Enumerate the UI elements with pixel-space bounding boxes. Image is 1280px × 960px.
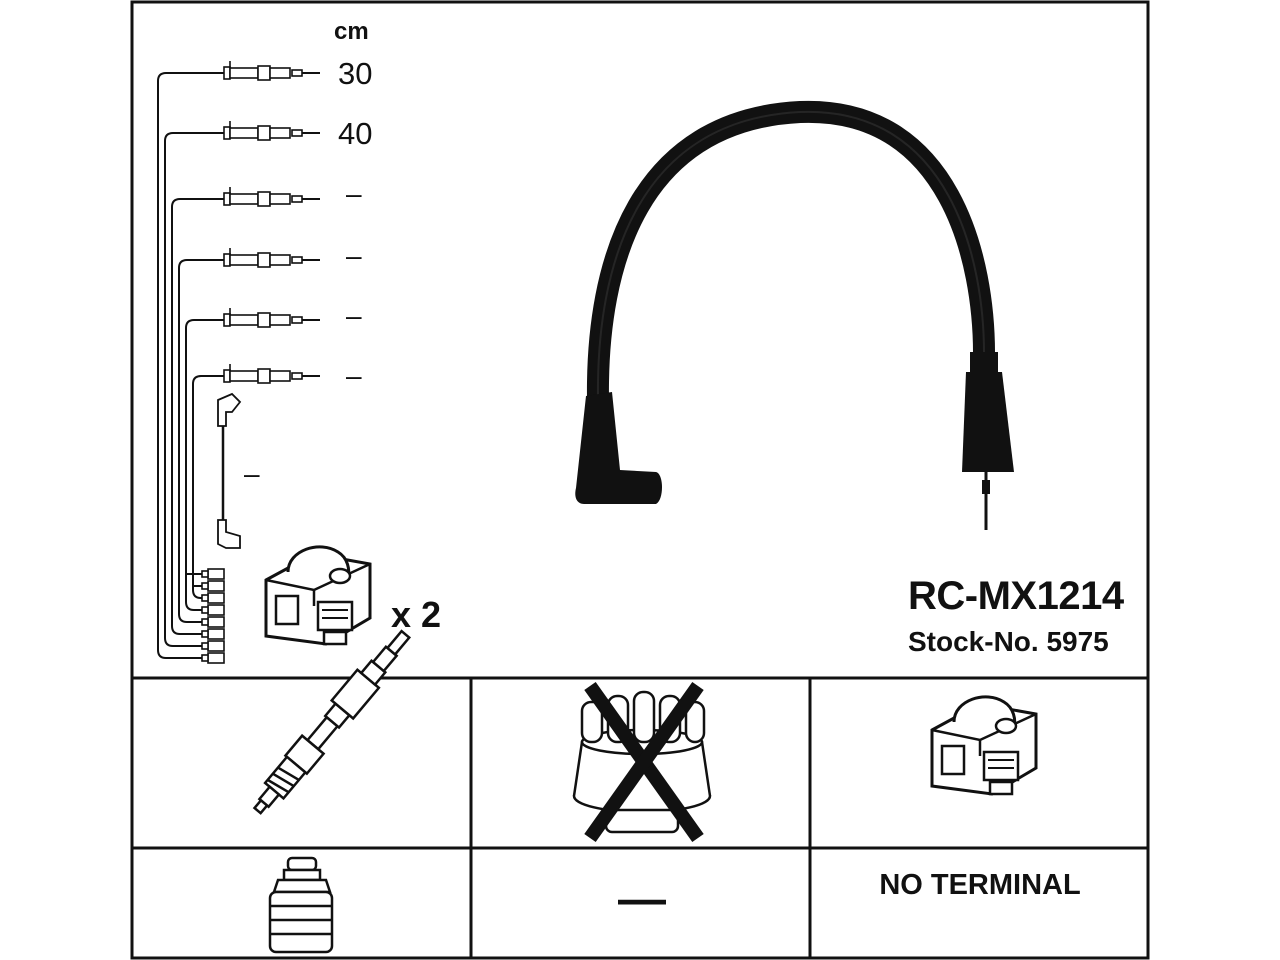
coil-cable-endcaps <box>201 568 225 664</box>
cable-bundle <box>157 72 224 659</box>
coil-quantity: x 2 <box>391 594 442 635</box>
cable-length-6: – <box>346 360 362 391</box>
cable-connector-5 <box>223 307 321 328</box>
cable-length-4: – <box>346 240 362 271</box>
cable-length-2: 40 <box>338 116 373 151</box>
cable-connector-3 <box>223 186 321 207</box>
plug-connector-icon <box>268 856 334 954</box>
coil-terminal-value: NO TERMINAL <box>879 869 1081 901</box>
spark-plug-icon <box>252 629 412 815</box>
cable-connector-4 <box>223 247 321 268</box>
distributor-terminal-value: — <box>618 873 666 926</box>
product-model: RC-MX1214 <box>908 574 1124 618</box>
cable-connector-1 <box>223 60 321 81</box>
length-unit-label: cm <box>334 18 369 45</box>
cable-length-3: – <box>346 178 362 209</box>
ignition-coil-cell-icon <box>930 695 1038 796</box>
jumper-cable <box>217 392 242 549</box>
ignition-cable-drawing <box>575 100 1014 530</box>
cable-connector-2 <box>223 120 321 141</box>
cable-length-5: – <box>346 300 362 331</box>
cable-length-7: – <box>244 458 260 489</box>
cable-connector-6 <box>223 363 321 384</box>
excluded-cross-icon <box>584 681 704 843</box>
cable-length-1: 30 <box>338 56 373 91</box>
ignition-coil-icon <box>264 545 372 646</box>
stock-number: Stock-No. 5975 <box>908 626 1109 657</box>
outer-frame <box>130 0 1150 960</box>
